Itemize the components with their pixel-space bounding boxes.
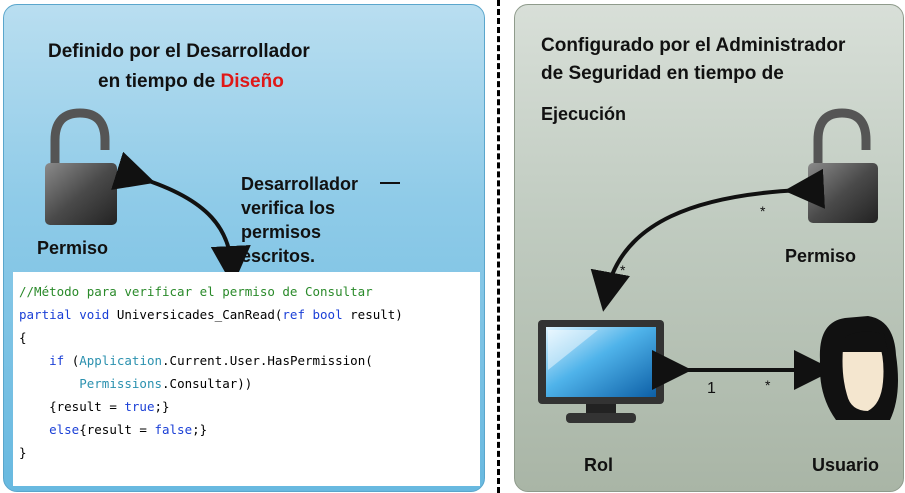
right-title-line3: Ejecución [541, 104, 627, 124]
code-line-8: } [19, 445, 27, 460]
left-title-line2: en tiempo de Diseño [98, 68, 284, 96]
code-line-6: {result = true;} [49, 399, 170, 414]
developer-arrow [111, 151, 251, 286]
usuario-label: Usuario [812, 455, 880, 475]
role-permission-arrow [590, 168, 825, 312]
right-permiso-label: Permiso [785, 246, 857, 266]
monitor-icon [538, 320, 664, 423]
lock-icon [45, 108, 117, 225]
developer-note-line4: escritos. [241, 246, 316, 266]
code-comment: //Método para verificar el permiso de Co… [19, 284, 373, 299]
code-snippet: //Método para verificar el permiso de Co… [13, 272, 480, 486]
left-title-prefix: en tiempo de [98, 71, 216, 92]
developer-note-line3: permisos [241, 222, 322, 242]
multiplicity-star-permission: * [760, 203, 766, 219]
code-line-2: partial void Universicades_CanRead(ref b… [19, 307, 403, 322]
left-permiso-label: Permiso [37, 238, 109, 258]
code-line-5: Permissions.Consultar)) [79, 376, 253, 391]
code-line-3: { [19, 330, 27, 345]
code-line-4: if (Application.Current.User.HasPermissi… [49, 353, 373, 368]
left-title-line1: Definido por el Desarrollador [48, 41, 310, 62]
left-title-highlight: Diseño [220, 71, 284, 92]
multiplicity-star-user: * [765, 377, 771, 393]
developer-note-line2: verifica los [241, 198, 336, 218]
code-line-7: else{result = false;} [49, 422, 208, 437]
multiplicity-star-role: * [620, 262, 626, 278]
rol-label: Rol [584, 455, 613, 475]
dashed-divider [497, 0, 500, 493]
developer-note-line1: Desarrollador [241, 174, 359, 194]
lock-icon-right [808, 108, 878, 223]
multiplicity-one: 1 [707, 380, 716, 397]
user-icon [819, 316, 898, 420]
right-title-line1: Configurado por el Administrador [541, 35, 846, 56]
right-title-line2: de Seguridad en tiempo de [541, 63, 784, 84]
